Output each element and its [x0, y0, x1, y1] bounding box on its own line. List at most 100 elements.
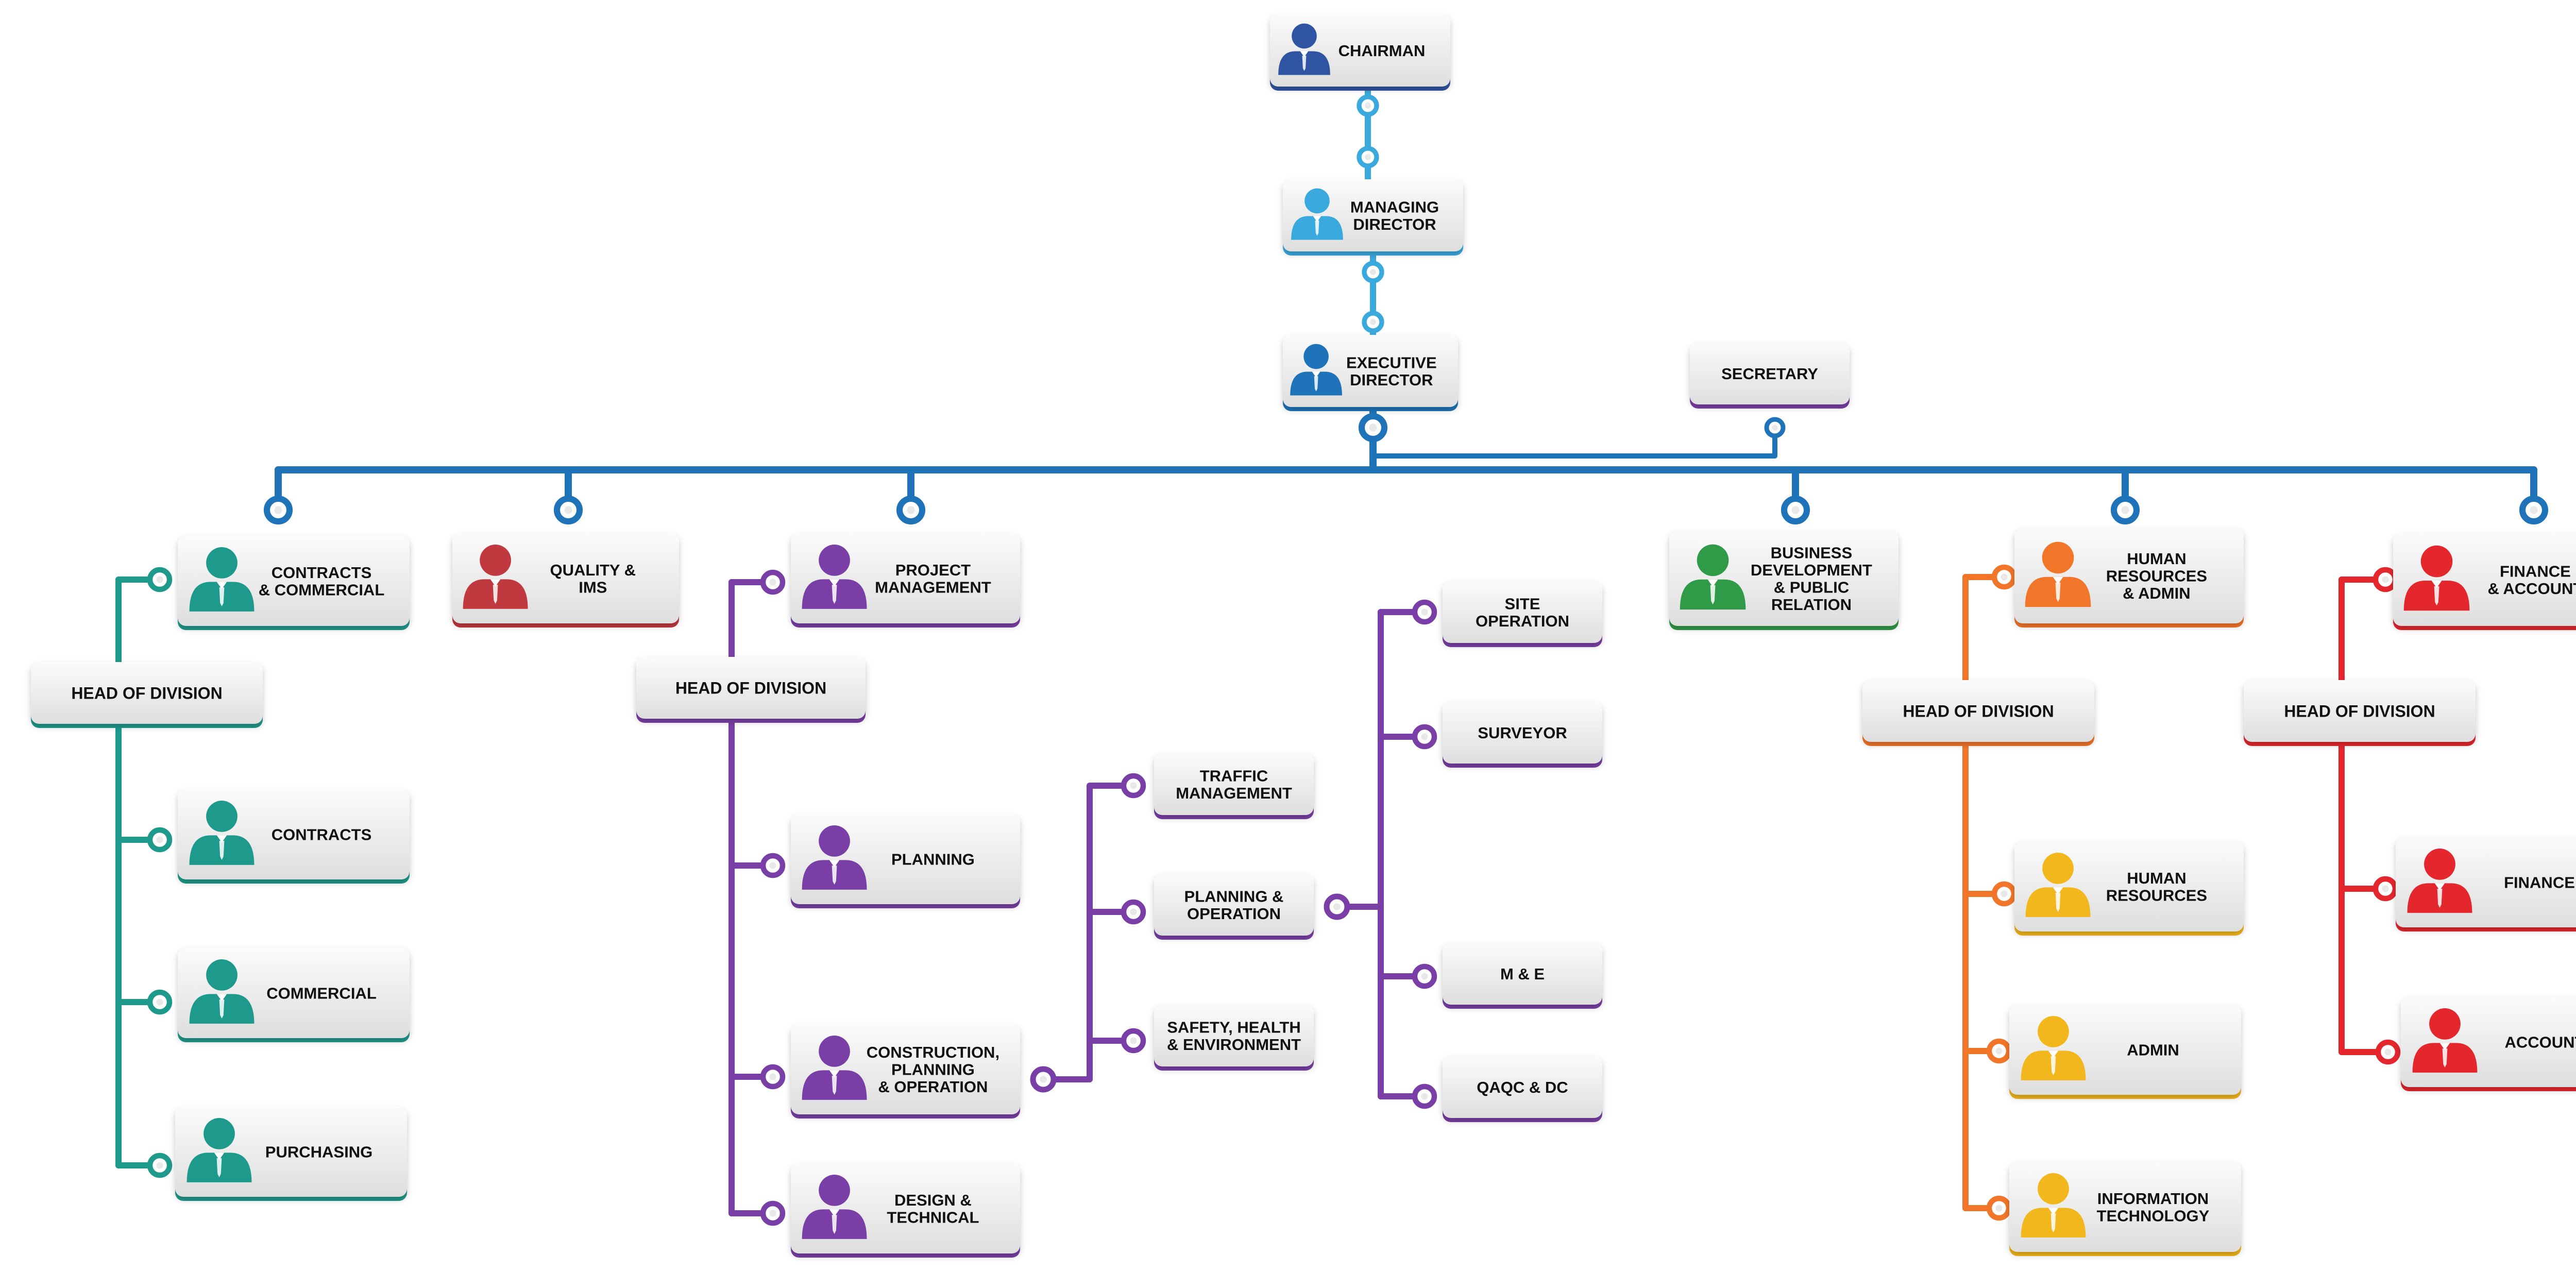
- node-label: HUMAN: [2127, 869, 2186, 887]
- connector-node-center: [1130, 908, 1137, 916]
- node-label: COMMERCIAL: [266, 985, 377, 1003]
- node-label: HEAD OF DIVISION: [71, 684, 222, 703]
- connector-node-center: [1421, 973, 1428, 980]
- connector-node-center: [274, 506, 282, 514]
- node-box: [1154, 874, 1314, 936]
- connector-node-center: [2121, 506, 2129, 514]
- node-box: [1443, 581, 1602, 643]
- person-icon: [2412, 1008, 2478, 1073]
- connector-node-center: [156, 1162, 163, 1169]
- node-label: RELATION: [1771, 596, 1852, 614]
- node-label: HEAD OF DIVISION: [2284, 702, 2435, 721]
- node-label: HEAD OF DIVISION: [675, 679, 826, 698]
- node-commercial: COMMERCIAL: [178, 948, 410, 1042]
- person-icon: [1290, 344, 1342, 396]
- node-label: RESOURCES: [2106, 567, 2207, 585]
- node-label: MANAGEMENT: [1176, 784, 1292, 802]
- node-quality-ims: QUALITY &IMS: [452, 533, 679, 628]
- node-label: INFORMATION: [2097, 1190, 2209, 1208]
- node-m-e: M & E: [1443, 943, 1602, 1009]
- person-icon: [2021, 1173, 2086, 1238]
- node-design-technical: DESIGN &TECHNICAL: [791, 1163, 1020, 1258]
- person-icon: [187, 1118, 252, 1182]
- node-label: FINANCE: [2504, 874, 2575, 892]
- node-hr-head: HEAD OF DIVISION: [1862, 680, 2094, 746]
- secretary-link: [1370, 425, 1777, 459]
- connector-node-center: [2382, 885, 2389, 892]
- node-contracts-commercial: CONTRACTS& COMMERCIAL: [178, 536, 410, 630]
- node-label: RESOURCES: [2106, 886, 2207, 904]
- node-label: TECHNOLOGY: [2097, 1207, 2210, 1225]
- connector-node-center: [1370, 319, 1376, 325]
- node-box: [2009, 1005, 2241, 1095]
- node-label: & PUBLIC: [1774, 578, 1849, 596]
- node-label: MANAGING: [1350, 198, 1439, 216]
- node-label: TRAFFIC: [1200, 767, 1268, 785]
- person-icon: [189, 547, 255, 612]
- node-label: OPERATION: [1476, 612, 1569, 630]
- connector-node-center: [2384, 1048, 2392, 1056]
- node-contracts: CONTRACTS: [178, 789, 410, 884]
- person-icon: [802, 545, 867, 609]
- connector-node-center: [156, 836, 163, 843]
- node-label: HUMAN: [2127, 550, 2186, 568]
- person-icon: [2021, 1016, 2086, 1080]
- connector-node-center: [1772, 425, 1778, 431]
- person-icon: [1680, 544, 1746, 610]
- connector-node-center: [2001, 890, 2008, 897]
- connector-node-center: [769, 1210, 776, 1217]
- node-label: MANAGEMENT: [875, 578, 991, 596]
- node-label: & COMMERCIAL: [259, 581, 385, 599]
- connector-node-center: [1791, 506, 1800, 514]
- node-box: [1443, 702, 1602, 764]
- node-label: IMS: [579, 578, 607, 596]
- connector-node-center: [769, 579, 776, 586]
- node-label: PLANNING: [891, 1061, 975, 1079]
- person-icon: [802, 825, 867, 890]
- node-construction: CONSTRUCTION,PLANNING& OPERATION: [791, 1024, 1020, 1118]
- connector-node-center: [1130, 1037, 1137, 1044]
- node-label: & ACCOUNT: [2487, 580, 2576, 598]
- connector-node-center: [1421, 733, 1428, 740]
- connector-node-center: [907, 506, 915, 514]
- node-label: PURCHASING: [265, 1143, 372, 1161]
- node-pm-head: HEAD OF DIVISION: [636, 657, 866, 723]
- construction-branch: [1040, 783, 1134, 1082]
- node-cc-head: HEAD OF DIVISION: [31, 662, 263, 728]
- node-surveyor: SURVEYOR: [1443, 702, 1602, 768]
- node-box: [1154, 753, 1314, 815]
- person-icon: [802, 1036, 867, 1100]
- node-purchasing: PURCHASING: [175, 1107, 407, 1201]
- node-box: [1154, 1005, 1314, 1066]
- node-label: DEVELOPMENT: [1751, 561, 1872, 579]
- node-box: [636, 657, 866, 719]
- connector-node-center: [564, 506, 572, 514]
- person-icon: [463, 545, 528, 609]
- connector-node-center: [2530, 506, 2538, 514]
- node-label: M & E: [1500, 965, 1545, 983]
- connector-node-center: [769, 1073, 776, 1080]
- node-safety: SAFETY, HEALTH& ENVIRONMENT: [1154, 1005, 1314, 1071]
- node-box: [2244, 680, 2476, 742]
- node-label: SITE: [1505, 595, 1540, 613]
- node-finance-account: FINANCE& ACCOUNT: [2393, 533, 2576, 630]
- person-icon: [1278, 23, 1330, 75]
- node-account: ACCOUNT: [2401, 997, 2576, 1091]
- node-label: FINANCE: [2500, 562, 2571, 580]
- node-chairman: CHAIRMAN: [1270, 14, 1450, 91]
- connector-node-center: [1130, 782, 1137, 789]
- node-label: PLANNING &: [1184, 887, 1284, 905]
- node-label: HEAD OF DIVISION: [1903, 702, 2054, 721]
- connector-lines: [115, 83, 2549, 1226]
- connector-node-center: [769, 862, 776, 869]
- node-label: CHAIRMAN: [1338, 42, 1426, 60]
